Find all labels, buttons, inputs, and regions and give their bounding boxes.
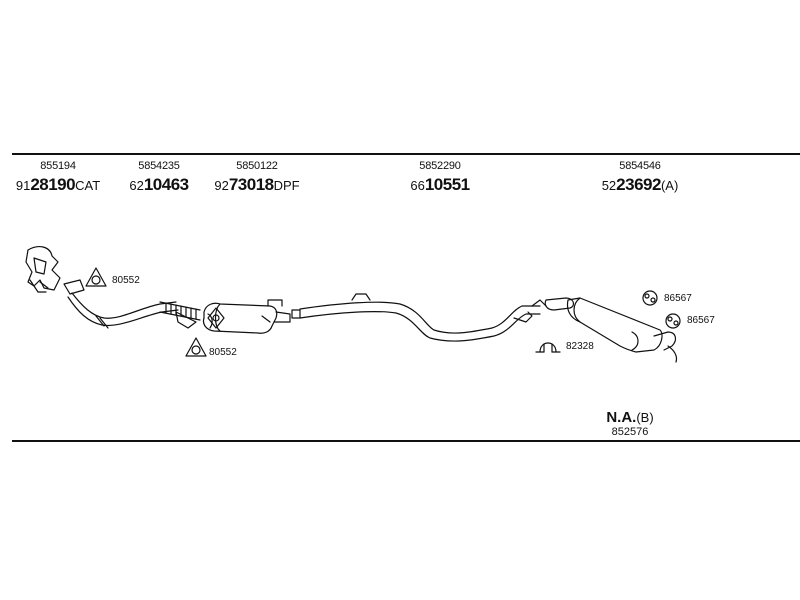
part-code: 6610551 (410, 175, 470, 194)
callout-gasket-upper: 80552 (112, 275, 140, 286)
part-code: 6210463 (129, 175, 189, 194)
part-label-middle-pipe: 5852290 6610551 (410, 160, 470, 194)
note-code: N.A.(B) (606, 409, 654, 426)
catalytic-converter-part (25, 246, 61, 293)
clamp-part (535, 342, 561, 353)
part-reference: 5850122 (236, 160, 278, 172)
part-label-rear-silencer: 5854546 5223692(A) (601, 160, 679, 194)
middle-pipe-part (291, 293, 547, 342)
front-pipe-part (63, 279, 201, 329)
hanger-part-2 (665, 313, 681, 329)
part-label-dpf: 5850122 9273018DPF (214, 160, 300, 194)
callout-gasket-lower: 80552 (209, 347, 237, 358)
dpf-part (202, 299, 291, 334)
hanger-part-1 (642, 290, 658, 306)
gasket-upper-part (85, 267, 107, 287)
part-reference: 5854546 (619, 160, 661, 172)
gasket-middle-part (207, 307, 225, 329)
callout-clamp: 82328 (566, 341, 594, 352)
callout-hanger-2: 86567 (687, 315, 715, 326)
rear-silencer-part (544, 297, 678, 363)
gasket-lower-part (185, 337, 207, 357)
part-reference: 5852290 (419, 160, 461, 172)
note-reference: 852576 (611, 426, 649, 438)
not-available-note: N.A.(B) 852576 (606, 410, 653, 438)
bottom-divider-line (12, 440, 800, 442)
part-code: 9128190CAT (15, 175, 101, 194)
part-label-catalytic-converter: 855194 9128190CAT (15, 160, 101, 194)
part-reference: 5854235 (138, 160, 180, 172)
part-code: 5223692(A) (601, 175, 679, 194)
part-reference: 855194 (40, 160, 76, 172)
part-label-front-pipe: 5854235 6210463 (129, 160, 189, 194)
part-code: 9273018DPF (214, 175, 300, 194)
callout-hanger-1: 86567 (664, 293, 692, 304)
top-divider-line (12, 153, 800, 155)
